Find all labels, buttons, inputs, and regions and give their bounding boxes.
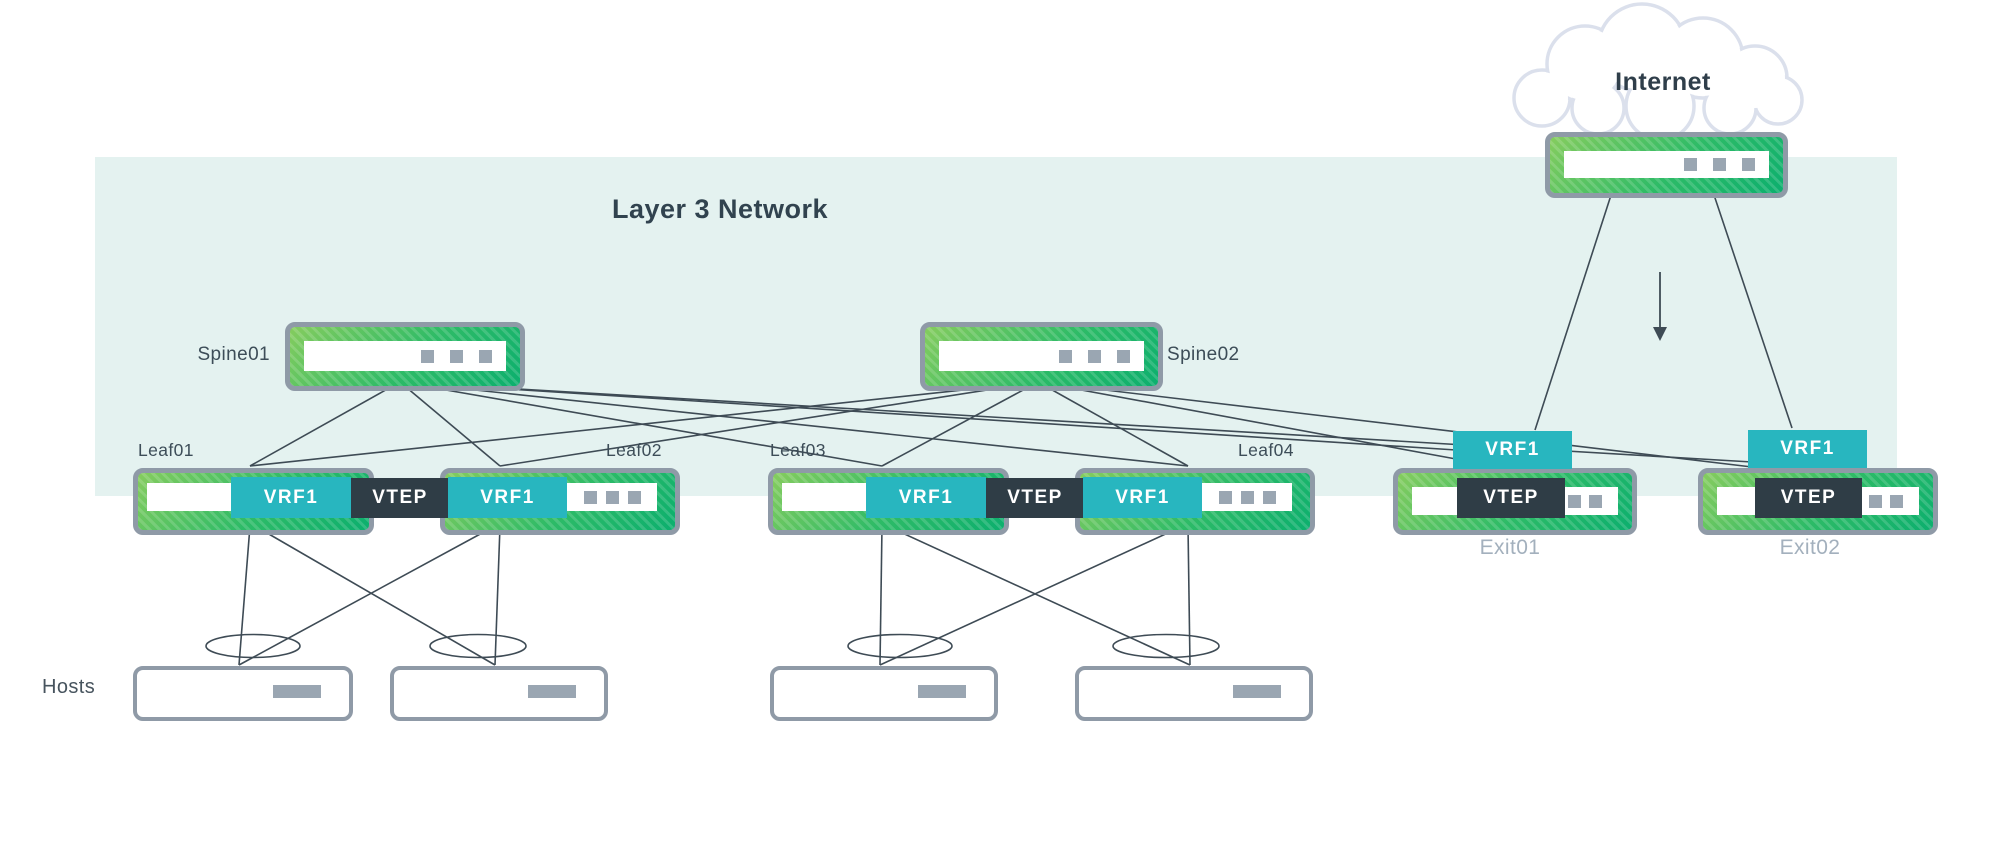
exit02-vtep-tag: VTEP [1755, 478, 1862, 518]
spine02-switch-icon [920, 322, 1163, 391]
host-box [1075, 666, 1313, 721]
host-slot-icon [273, 685, 321, 698]
spine-leaf-links [249, 381, 1753, 468]
leaf04-label: Leaf04 [1238, 440, 1294, 460]
leaf-host-links [238, 525, 1191, 666]
switch-faceplate [1564, 151, 1769, 178]
switch-faceplate [304, 341, 506, 371]
port-dot-icon [1088, 349, 1101, 363]
leaf02-vrf-tag: VRF1 [448, 477, 567, 518]
internet-cloud-icon [1512, 2, 1804, 142]
port-dot-icon [1684, 158, 1697, 171]
leaf-pair2-vtep-tag: VTEP [986, 478, 1084, 518]
switch-faceplate [147, 483, 231, 511]
exit01-label: Exit01 [1479, 536, 1541, 559]
port-dot-icon [479, 349, 492, 363]
port-dot-icon [421, 349, 434, 363]
host-box [133, 666, 353, 721]
exit01-vtep-tag: VTEP [1457, 478, 1565, 518]
internet-label: Internet [1615, 68, 1711, 96]
host-box [390, 666, 608, 721]
leaf-pair1-vtep-tag: VTEP [351, 478, 449, 518]
port-dot-icon [1218, 490, 1232, 504]
internet-switch-icon [1545, 132, 1788, 198]
host-slot-icon [1233, 685, 1281, 698]
port-dot-icon [1117, 349, 1130, 363]
port-dot-icon [1742, 158, 1755, 171]
leaf01-label: Leaf01 [138, 440, 194, 460]
port-dot-icon [450, 349, 463, 363]
port-dot-icon [583, 490, 597, 504]
leaf04-vrf-tag: VRF1 [1083, 477, 1202, 518]
host-slot-icon [528, 685, 576, 698]
internet-exit-links [1534, 188, 1793, 431]
hosts-label: Hosts [42, 676, 96, 698]
port-dot-icon [1713, 158, 1726, 171]
port-dot-icon [605, 490, 619, 504]
port-dot-icon [1059, 349, 1072, 363]
exit02-vrf-tag: VRF1 [1748, 430, 1867, 468]
exit02-label: Exit02 [1779, 536, 1841, 559]
host-slot-icon [918, 685, 966, 698]
spine01-label: Spine01 [197, 344, 270, 365]
leaf03-vrf-tag: VRF1 [866, 477, 986, 518]
port-dot-icon [1869, 494, 1882, 508]
leaf01-vrf-tag: VRF1 [231, 477, 351, 518]
switch-faceplate [782, 483, 866, 511]
switch-faceplate [939, 341, 1144, 371]
spine02-label: Spine02 [1167, 344, 1240, 365]
spine01-switch-icon [285, 322, 525, 391]
leaf02-label: Leaf02 [606, 440, 662, 460]
port-dot-icon [627, 490, 641, 504]
leaf03-label: Leaf03 [770, 440, 826, 460]
port-dot-icon [1240, 490, 1254, 504]
host-box [770, 666, 998, 721]
exit01-vrf-tag: VRF1 [1453, 431, 1572, 469]
switch-faceplate [567, 483, 657, 511]
lag-ellipse-icon [205, 633, 1220, 659]
port-dot-icon [1890, 494, 1903, 508]
layer3-network-title: Layer 3 Network [611, 194, 829, 224]
down-arrow-icon [1653, 272, 1667, 341]
switch-faceplate [1202, 483, 1292, 511]
port-dot-icon [1589, 494, 1602, 508]
port-dot-icon [1568, 494, 1581, 508]
port-dot-icon [1262, 490, 1276, 504]
